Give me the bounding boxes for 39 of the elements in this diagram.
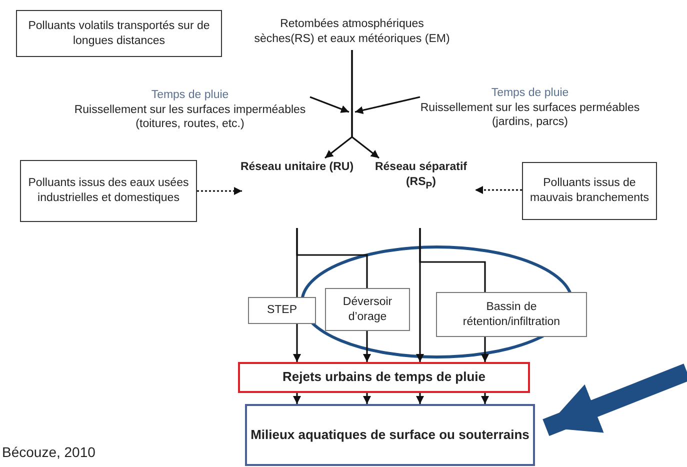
process-box — [238, 362, 530, 393]
condition-label: Temps de pluie — [491, 86, 569, 101]
process-box — [248, 297, 316, 324]
arrow — [293, 393, 301, 404]
connector-line — [296, 228, 368, 288]
node-text: Réseau séparatif (RS$_{P}$) — [374, 160, 468, 193]
process-box — [325, 288, 410, 331]
arrow — [481, 393, 489, 404]
node-text: Retombées atmosphériques sèches(RS) et eaux météoriques (EM) — [253, 17, 451, 47]
node-text: Réseau unitaire (RU) — [240, 160, 354, 175]
node-text: Déversoir d’orage — [342, 294, 394, 324]
arrow — [475, 186, 522, 194]
arrow — [310, 96, 350, 113]
process-box — [436, 292, 587, 337]
arrow — [293, 324, 301, 362]
process-box — [20, 160, 197, 222]
node-text: Polluants issus des eaux usées industrielles et domestiques — [27, 176, 190, 206]
node-text: Milieux aquatiques de surface ou souterrains — [250, 426, 530, 444]
arrow — [363, 393, 371, 404]
arrow — [351, 50, 380, 159]
arrow — [197, 187, 242, 195]
node-text: Ruissellement sur les surfaces imperméables (toitures, routes, etc.) — [73, 102, 307, 132]
source-citation: Bécouze, 2010 — [2, 444, 96, 460]
process-box — [16, 10, 222, 57]
node-text: Ruissellement sur les surfaces perméables (jardins, parcs) — [420, 100, 640, 130]
arrow — [481, 337, 489, 362]
node-text: Bassin de rétention/infiltration — [462, 300, 562, 330]
node-text: Polluants volatils transportés sur de longues distances — [27, 18, 211, 48]
node-text: Rejets urbains de temps de pluie — [282, 369, 486, 386]
pointer-arrow — [542, 364, 687, 436]
arrow — [354, 96, 420, 114]
connector-line — [419, 228, 486, 292]
arrow — [363, 331, 371, 362]
process-box — [245, 404, 535, 466]
node-text: Polluants issus de mauvais branchements — [529, 176, 650, 206]
arrow — [416, 393, 424, 404]
process-box — [522, 162, 657, 220]
node-text: STEP — [266, 303, 298, 318]
condition-label: Temps de pluie — [151, 88, 229, 103]
